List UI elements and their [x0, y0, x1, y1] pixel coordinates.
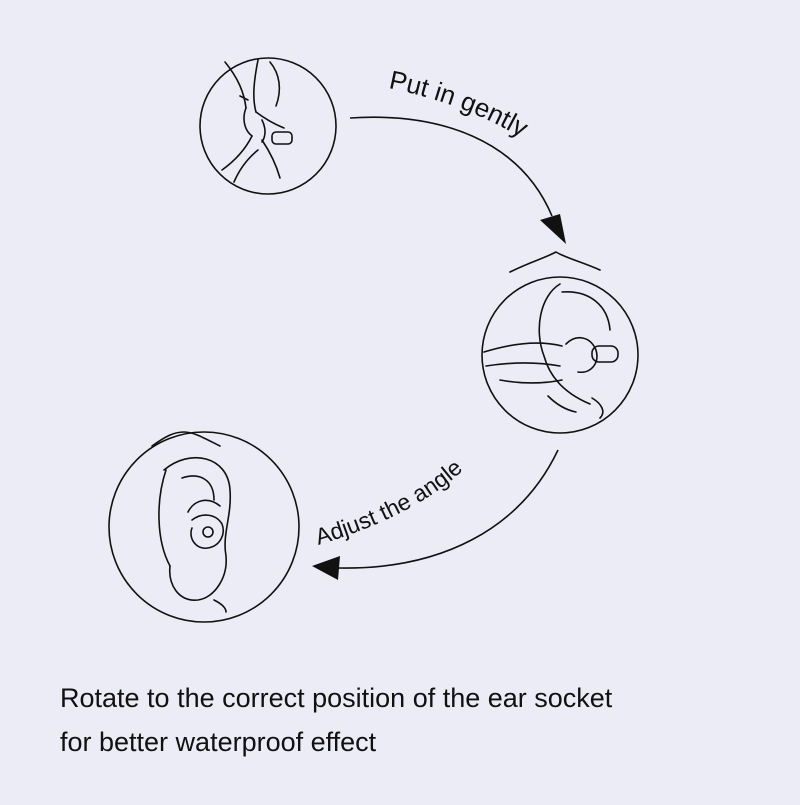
step3-illustration	[109, 432, 299, 622]
arrowhead-1	[540, 214, 566, 244]
arrowhead-2	[312, 556, 340, 580]
step1-illustration	[200, 58, 336, 194]
caption-line-2: for better waterproof effect	[60, 722, 780, 762]
step2-label: Adjust the angle	[312, 454, 467, 550]
caption-line-1: Rotate to the correct position of the ea…	[60, 678, 780, 718]
step2-illustration	[482, 252, 638, 433]
